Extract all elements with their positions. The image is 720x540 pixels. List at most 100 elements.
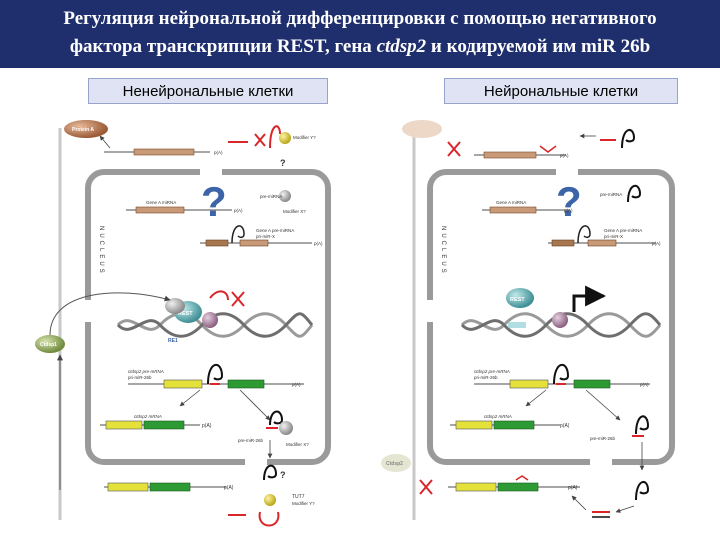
left-red-curve-bottom <box>258 511 280 527</box>
left-q-small-1: ? <box>280 158 286 168</box>
left-pri-mir-x-label: pri-miR-X <box>256 234 275 239</box>
right-pa-1: p(A) <box>560 153 569 158</box>
right-gene-a-pre-seg2 <box>587 239 617 247</box>
left-red-arc <box>269 125 281 149</box>
right-mirna-bind-2 <box>515 475 529 481</box>
title-line-2: фактора транскрипции REST, гена ctdsp2 и… <box>0 36 720 58</box>
left-modifier-x-2-label: Modifier X? <box>286 442 309 447</box>
right-pa-6: p(A) <box>568 485 578 491</box>
left-pre-mirna-label: pre-miRNA <box>260 194 282 199</box>
right-rest <box>506 288 534 308</box>
left-mrna-green <box>143 420 185 430</box>
right-hairpin-top <box>621 129 636 149</box>
left-arrow-split-2 <box>239 389 271 421</box>
left-rest-cofactor <box>165 298 185 314</box>
right-arrow-mature <box>615 505 635 513</box>
title-text-2b: ctdsp2 <box>376 36 427 57</box>
left-pre-mir-26b-label: pre-miR-26b <box>238 438 264 443</box>
right-pre-mrna-hairpin <box>553 364 570 385</box>
left-gene-a-cds <box>135 206 185 214</box>
right-x-1 <box>447 141 461 157</box>
right-gene-a-pre-seg1 <box>551 239 575 247</box>
right-pa-3: p(A) <box>652 241 661 246</box>
left-ctdsp1 <box>35 335 65 353</box>
right-arrow-split-1 <box>525 389 547 407</box>
header-neuronal: Нейрональные клетки <box>444 78 678 104</box>
left-mauve-factor <box>202 312 218 328</box>
left-mrna-1-cds <box>133 148 195 156</box>
left-gene-a-pre-seg1 <box>205 239 229 247</box>
right-pre-mirna-hairpin <box>627 184 642 203</box>
right-pore-bottom <box>590 456 612 468</box>
left-tut7-label: TUT7 <box>292 494 305 500</box>
right-gene-a-cds <box>489 206 537 214</box>
left-pa-6: p(A) <box>224 485 234 491</box>
left-modifier-y-2 <box>264 494 276 506</box>
left-pri-mir-26b-label: pri-miR-26b <box>128 375 152 380</box>
right-protein-a-faded <box>402 120 442 138</box>
right-mrna-green <box>493 420 535 430</box>
right-gene-a-hairpin <box>577 225 591 244</box>
right-ctdsp2-faded <box>381 454 411 472</box>
left-gene-a-pre-label: Gene A pre-miRNA <box>256 228 294 233</box>
right-dna-strand-1 <box>460 312 662 338</box>
right-cyto-mrna-yellow <box>455 482 497 492</box>
left-modifier-y-1-label: Modifier Y? <box>293 135 316 140</box>
left-nucleus-label: NUCLEUS <box>98 226 104 276</box>
right-pre-mrna-green <box>573 379 611 389</box>
left-dna-strand-2 <box>116 312 314 338</box>
left-red-curve-2 <box>209 290 229 301</box>
left-pa-2: p(A) <box>234 208 243 213</box>
left-x-transcription <box>231 291 245 307</box>
right-pre-mirna-label: pre-miRNA <box>600 192 622 197</box>
right-pa-5: p(A) <box>560 423 570 429</box>
header-non-neuronal: Ненейрональные клетки <box>88 78 328 104</box>
right-re1-site <box>508 322 526 328</box>
left-gene-a-pre-seg2 <box>239 239 269 247</box>
right-panel: NUCLEUS p(A) ? Gene A miRNA p(A) pre-miR… <box>381 120 675 520</box>
left-pre-mrna-green <box>227 379 265 389</box>
right-pri-mir-26b-label: pri-miR-26b <box>474 375 498 380</box>
left-modifier-y-1 <box>279 132 291 144</box>
header-neuronal-label: Нейрональные клетки <box>483 83 639 100</box>
right-pre-mir-26b-label: pre-miR-26b <box>590 436 616 441</box>
left-pa-1: p(A) <box>214 150 223 155</box>
left-pre-mrna-yellow <box>163 379 203 389</box>
right-arrow-split-2 <box>585 389 621 421</box>
left-big-question: ? <box>201 178 227 225</box>
left-x-1 <box>254 133 266 147</box>
left-modifier-x-1-label: Modifier X? <box>283 209 306 214</box>
right-pa-4: p(A) <box>640 382 649 387</box>
title-line-1: Регуляция нейрональной дифференцировки с… <box>0 8 720 30</box>
right-pa-2: p(A) <box>564 208 573 213</box>
left-re1-label: RE1 <box>168 338 178 344</box>
left-pa-4: p(A) <box>292 382 301 387</box>
left-pore-top <box>200 166 222 178</box>
left-rest-label: REST <box>178 311 193 317</box>
title-text-2c: и кодируемой им miR 26b <box>426 36 651 57</box>
right-gene-a-mirna-label: Gene A miRNA <box>496 200 526 205</box>
left-q-small-2: ? <box>280 470 286 480</box>
left-pore-bottom <box>245 456 267 468</box>
right-nucleus <box>427 169 675 465</box>
right-pre-mir-hairpin <box>635 415 650 435</box>
right-mirna-bind-1 <box>539 145 557 153</box>
title-text-1: Регуляция нейрональной дифференцировки с… <box>63 8 657 29</box>
right-cyto-hairpin <box>635 481 650 501</box>
right-transcription-arrow <box>572 285 607 312</box>
right-pore-top <box>556 166 578 178</box>
right-ctdsp2-pre-mrna-label: ctdsp2 pre-mRNA <box>474 369 510 374</box>
right-cyto-mrna-green <box>497 482 539 492</box>
left-modifier-y-2-label: Modifier Y? <box>292 501 315 506</box>
title-bar <box>0 0 720 68</box>
left-cyto-mrna-green <box>149 482 191 492</box>
right-mrna-yellow <box>455 420 493 430</box>
title-text-2a: фактора транскрипции REST, гена <box>69 36 377 57</box>
right-pore-side <box>424 300 436 322</box>
left-gene-a-mirna-label: Gene A miRNA <box>146 200 176 205</box>
left-ctdsp2-mrna-label: ctdsp2 mRNA <box>134 414 162 419</box>
left-pa-3: p(A) <box>314 241 323 246</box>
left-dna-strand-1 <box>116 312 314 338</box>
left-cyto-hairpin <box>263 464 278 481</box>
left-ctdsp1-label: Ctdsp1 <box>40 342 57 348</box>
